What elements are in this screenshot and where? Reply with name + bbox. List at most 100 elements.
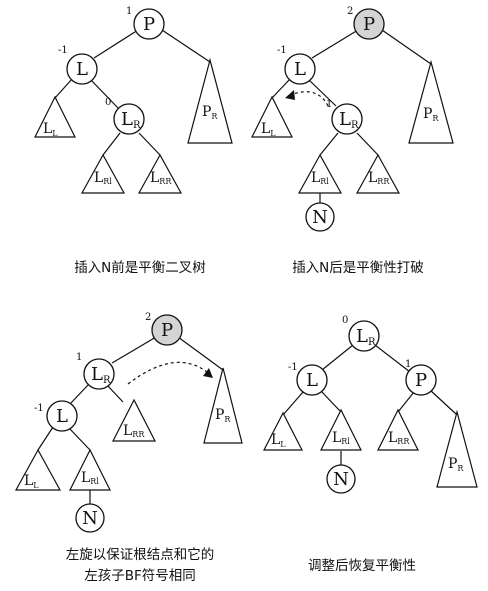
node-n-label: N (82, 508, 98, 529)
node-l (46, 400, 78, 432)
node-p-label: P (161, 320, 173, 341)
subtree-ll (34, 95, 76, 138)
edge (319, 132, 339, 156)
subtree-lrr (355, 153, 401, 194)
node-l-label: L (294, 59, 306, 80)
subtree-pr-label: PR (448, 456, 464, 473)
arrowhead-icon (285, 90, 295, 100)
tree-left-rotated: P 2 LR 1 L -1 PR LRR LL LRl N (14, 312, 243, 533)
edge (271, 78, 291, 99)
edge (161, 29, 211, 63)
node-lr-label: LR (91, 364, 111, 386)
edge (374, 344, 411, 373)
edge (102, 132, 121, 156)
edge (321, 344, 354, 371)
edge (282, 391, 304, 416)
node-l-label: L (306, 370, 318, 391)
bf-l: -1 (277, 45, 287, 56)
node-p-label: P (415, 370, 427, 391)
subtree-pr (187, 57, 233, 144)
bf-l: -1 (34, 403, 44, 414)
subtree-lrl (320, 408, 362, 451)
subtree-lrr-label: LRR (368, 170, 390, 186)
subtree-lrr-label: LRR (388, 430, 410, 446)
node-p (133, 8, 165, 40)
edge (106, 384, 124, 403)
tree-before-insert: P 1 L -1 LR 0 LL PR LRl LRR (34, 6, 233, 194)
tree-rebalanced: LR 0 L -1 P 1 LL LRl LRR PR N (263, 315, 478, 494)
node-p (405, 364, 437, 396)
node-n (305, 202, 335, 232)
edge (321, 391, 341, 412)
subtree-lrl-label: LRl (94, 170, 112, 186)
edge (311, 29, 359, 59)
node-n (326, 464, 356, 494)
subtree-pr (436, 409, 478, 488)
node-l-label: L (56, 406, 68, 427)
subtree-ll-label: LL (261, 121, 276, 138)
node-n-label: N (312, 207, 328, 228)
edge (356, 132, 379, 156)
subtree-pr-label: PR (215, 407, 231, 424)
node-lr-label: LR (356, 326, 376, 348)
caption-before-insert: 插入N前是平衡二叉树 (74, 260, 206, 276)
edge (308, 79, 337, 107)
bf-p: 2 (347, 6, 353, 17)
subtree-lrr (112, 398, 156, 442)
subtree-ll-label: LL (24, 473, 39, 490)
node-p-unbalanced (353, 8, 385, 40)
caption-rebalanced: 调整后恢复平衡性 (308, 558, 416, 574)
subtree-lrr-label: LRR (150, 170, 172, 186)
subtree-ll (251, 95, 293, 138)
node-l (66, 53, 98, 85)
edge (381, 29, 432, 65)
subtree-lrl-label: LRl (311, 170, 329, 186)
node-lr (331, 103, 363, 135)
caption-left-rotate-line1: 左旋以保证根结点和它的 (65, 547, 215, 563)
subtree-ll-label: LL (43, 121, 58, 138)
edge (138, 132, 161, 156)
bf-lr: 0 (105, 97, 111, 108)
subtree-pr-label: PR (423, 106, 439, 123)
edge (429, 389, 457, 415)
node-p-unbalanced (151, 314, 183, 346)
node-l (284, 53, 316, 85)
bf-lr: 1 (76, 352, 82, 363)
node-n (75, 503, 105, 533)
tree-after-insert: P 2 L -1 LR 1 LL PR LRl LRR N (251, 6, 454, 232)
edge (90, 79, 119, 109)
subtree-lrl-label: LRl (332, 430, 350, 446)
edge (69, 383, 90, 405)
subtree-lrl (69, 448, 111, 491)
bf-p: 1 (405, 359, 411, 370)
node-lr-label: LR (339, 109, 359, 131)
subtree-ll (14, 448, 62, 491)
arrowhead-icon (203, 368, 213, 378)
subtree-pr-label: PR (202, 104, 218, 121)
node-p-label: P (143, 14, 155, 35)
edge (93, 29, 139, 59)
node-lr-label: LR (121, 109, 141, 131)
node-p-label: P (363, 14, 375, 35)
node-l-label: L (76, 59, 88, 80)
bf-lr: 1 (326, 99, 332, 110)
subtree-ll-label: LL (271, 432, 286, 449)
bf-p: 2 (145, 312, 151, 323)
subtree-ll (263, 411, 303, 451)
edge (111, 336, 157, 364)
edge (397, 391, 415, 413)
subtree-lrl (80, 153, 126, 194)
caption-after-insert: 插入N后是平衡性打破 (292, 260, 424, 276)
edge (54, 78, 73, 99)
rotation-arrow-right (127, 361, 208, 385)
bf-lr: 0 (342, 315, 348, 326)
caption-left-rotate-line2: 左孩子BF符号相同 (84, 568, 196, 584)
subtree-pr (408, 59, 454, 144)
bf-l: -1 (58, 45, 68, 56)
node-l (296, 364, 328, 396)
subtree-pr (203, 367, 243, 444)
subtree-lrl-label: LRl (81, 470, 99, 486)
bf-p: 1 (126, 6, 132, 17)
subtree-lrr (137, 153, 183, 194)
